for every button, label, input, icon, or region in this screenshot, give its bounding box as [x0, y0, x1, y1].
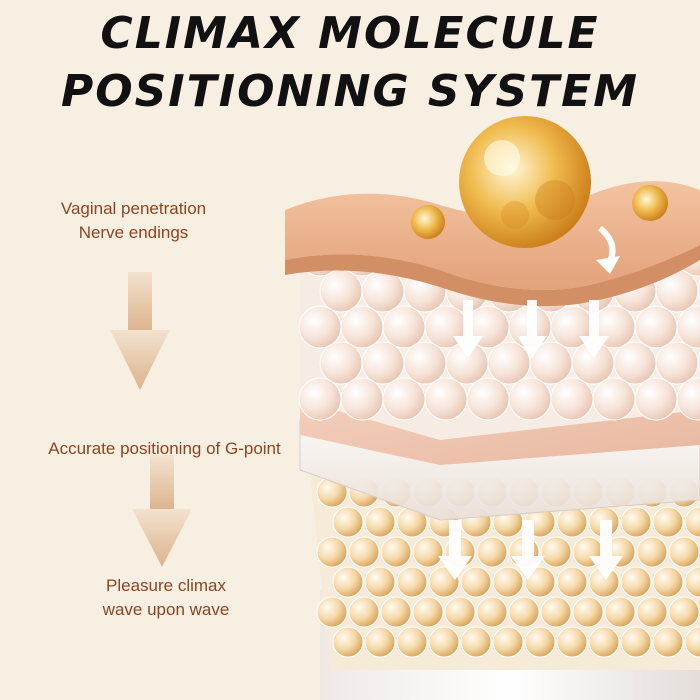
bubble [524, 626, 556, 658]
bubble [460, 626, 492, 658]
bubble [676, 305, 700, 349]
bubble [620, 566, 652, 598]
bubble [556, 506, 588, 538]
bubble [508, 377, 552, 421]
bubble [319, 341, 363, 385]
bubble [634, 377, 678, 421]
bubble [364, 626, 396, 658]
bubble [652, 566, 684, 598]
bubble [364, 506, 396, 538]
step-1-line-1: Vaginal penetration [60, 199, 207, 218]
title-line-2: POSITIONING SYSTEM [60, 66, 640, 117]
bubble [460, 566, 492, 598]
bubble [572, 596, 604, 628]
bubble [492, 566, 524, 598]
molecule-sphere [459, 116, 591, 248]
bubble [556, 566, 588, 598]
bubble [444, 596, 476, 628]
bubble [428, 626, 460, 658]
bubble [588, 626, 620, 658]
bubble [316, 596, 348, 628]
bubble [620, 506, 652, 538]
bubble [636, 596, 668, 628]
bubble [684, 626, 700, 658]
step-label-3: Pleasure climax wave upon wave [86, 574, 246, 622]
step-label-1: Vaginal penetration Nerve endings [46, 197, 221, 245]
bubble [412, 596, 444, 628]
bubble [652, 626, 684, 658]
title-line-1: CLIMAX MOLECULE [100, 8, 600, 59]
bubble [348, 596, 380, 628]
step-label-2: Accurate positioning of G-point [32, 437, 297, 461]
skin-layers-illustration [285, 116, 700, 700]
bubble [340, 377, 384, 421]
step-3-line-1: Pleasure climax [106, 576, 226, 595]
bubble [613, 341, 657, 385]
bubble [668, 536, 700, 568]
bubble [604, 596, 636, 628]
bubble [382, 305, 426, 349]
bubble [620, 626, 652, 658]
bubble [466, 377, 510, 421]
step-3-line-2: wave upon wave [102, 600, 230, 619]
bubble [655, 341, 699, 385]
bubble [592, 377, 636, 421]
bubble [396, 626, 428, 658]
bubble [652, 506, 684, 538]
bubble [476, 536, 508, 568]
bubble [540, 536, 572, 568]
bubble [636, 536, 668, 568]
bubble [332, 566, 364, 598]
bubble [298, 377, 342, 421]
bubble [340, 305, 384, 349]
bubble [668, 596, 700, 628]
bubble [412, 536, 444, 568]
bubble [476, 596, 508, 628]
bubble [487, 341, 531, 385]
bubble [319, 269, 363, 313]
bubble [550, 377, 594, 421]
bubble [380, 596, 412, 628]
bubble [332, 626, 364, 658]
bubble [676, 377, 700, 421]
bubble [361, 341, 405, 385]
bubble [424, 377, 468, 421]
bubble [348, 536, 380, 568]
down-arrow-icon [132, 455, 192, 567]
bubble [684, 566, 700, 598]
bubble [684, 506, 700, 538]
bubble [396, 566, 428, 598]
bubble [316, 536, 348, 568]
down-arrow-icon [110, 272, 170, 390]
bubble [524, 566, 556, 598]
step-2-line-1: Accurate positioning of G-point [48, 439, 281, 458]
bubble [508, 596, 540, 628]
bubble [380, 536, 412, 568]
bubble [634, 305, 678, 349]
bubble [403, 341, 447, 385]
bubble [382, 377, 426, 421]
bubble [540, 596, 572, 628]
bubble [298, 305, 342, 349]
bubble [492, 626, 524, 658]
step-1-line-2: Nerve endings [78, 223, 189, 242]
bubble [364, 566, 396, 598]
bubble [556, 626, 588, 658]
bubble [332, 506, 364, 538]
